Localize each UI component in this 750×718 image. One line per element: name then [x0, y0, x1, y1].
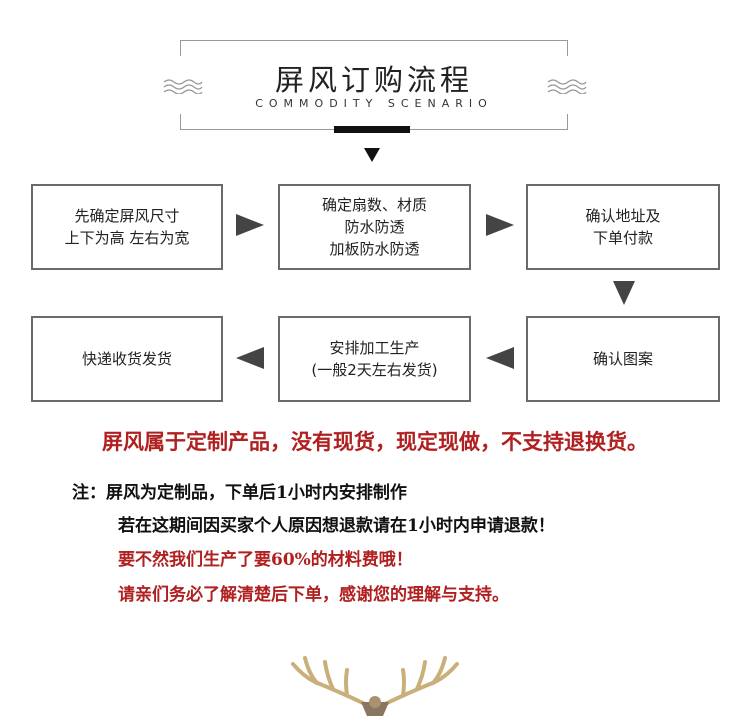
wave-ornament-left-icon: [163, 79, 203, 94]
step-box-payment: 确认地址及 下单付款: [526, 184, 720, 270]
note-line-4: 请亲们务必了解清楚后下单，感谢您的理解与支持。: [118, 585, 509, 605]
step-text: 安排加工生产: [329, 339, 420, 357]
step-text: 加板防水防透: [329, 240, 420, 258]
arrow-right-icon: [486, 214, 514, 236]
title-down-arrow-icon: [364, 148, 380, 162]
step-box-delivery: 快递收货发货: [31, 316, 223, 402]
no-return-warning: 屏风属于定制产品，没有现货，现定现做，不支持退换货。: [102, 430, 648, 454]
step-text: 确认图案: [592, 350, 653, 368]
antler-ornament-icon: [291, 656, 459, 716]
arrow-down-icon: [613, 281, 635, 305]
step-box-size: 先确定屏风尺寸 上下为高 左右为宽: [31, 184, 223, 270]
step-text: 上下为高 左右为宽: [64, 229, 190, 247]
title-underline-bar: [334, 126, 410, 133]
step-text: (一般2天左右发货): [311, 361, 438, 379]
note-line-1: 注：屏风为定制品，下单后1小时内安排制作: [72, 483, 407, 503]
page-subtitle: COMMODITY SCENARIO: [255, 97, 493, 110]
step-box-material: 确定扇数、材质 防水防透 加板防水防透: [278, 184, 471, 270]
step-text: 下单付款: [592, 229, 653, 247]
step-box-design: 确认图案: [526, 316, 720, 402]
note-line-2: 若在这期间因买家个人原因想退款请在1小时内申请退款！: [118, 516, 555, 536]
step-text: 确认地址及: [585, 207, 661, 225]
step-text: 快递收货发货: [81, 350, 172, 368]
step-text: 防水防透: [344, 218, 405, 236]
step-text: 确定扇数、材质: [321, 196, 427, 214]
wave-ornament-right-icon: [547, 79, 587, 94]
page-title: 屏风订购流程: [274, 63, 473, 97]
step-box-production: 安排加工生产 (一般2天左右发货): [278, 316, 471, 402]
arrow-left-icon: [486, 347, 514, 369]
arrow-left-icon: [236, 347, 264, 369]
arrow-right-icon: [236, 214, 264, 236]
title-frame-gap: [160, 56, 590, 114]
note-line-3: 要不然我们生产了要60%的材料费哦！: [118, 550, 413, 570]
step-text: 先确定屏风尺寸: [74, 207, 180, 225]
